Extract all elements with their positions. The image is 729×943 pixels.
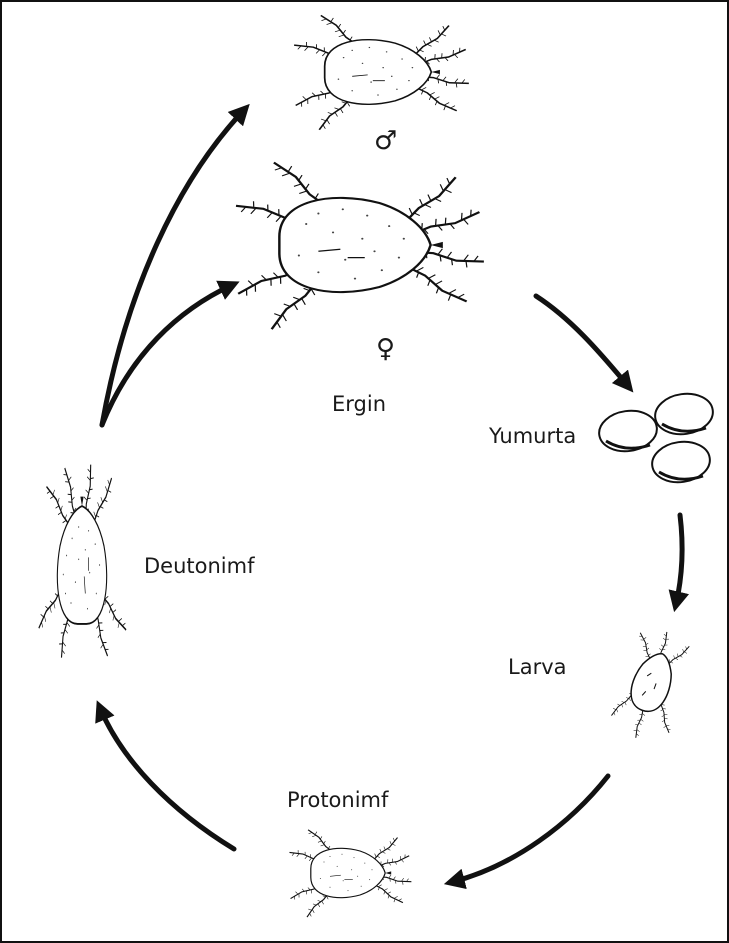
adult-label: Ergin bbox=[332, 394, 386, 415]
arrow-protonymph-to-deutonymph bbox=[100, 708, 234, 849]
male-symbol: ♂ bbox=[374, 128, 397, 154]
egg-cluster bbox=[596, 390, 715, 486]
male-adult-mite bbox=[292, 10, 469, 131]
deutonymph-label: Deutonimf bbox=[144, 556, 254, 577]
larva-mite bbox=[603, 622, 703, 748]
egg-label: Yumurta bbox=[489, 426, 576, 447]
larva-label: Larva bbox=[508, 657, 567, 678]
deutonymph-mite bbox=[35, 464, 128, 660]
arrow-adult-to-egg bbox=[536, 296, 628, 386]
female-symbol: ♀ bbox=[376, 336, 395, 362]
arrow-deutonymph-to-female bbox=[102, 285, 232, 425]
protonymph-label: Protonimf bbox=[287, 790, 388, 811]
female-adult-mite bbox=[234, 155, 486, 332]
arrow-larva-to-protonymph bbox=[452, 776, 608, 882]
arrow-egg-to-larva bbox=[676, 515, 682, 604]
protonymph-mite bbox=[288, 826, 412, 919]
